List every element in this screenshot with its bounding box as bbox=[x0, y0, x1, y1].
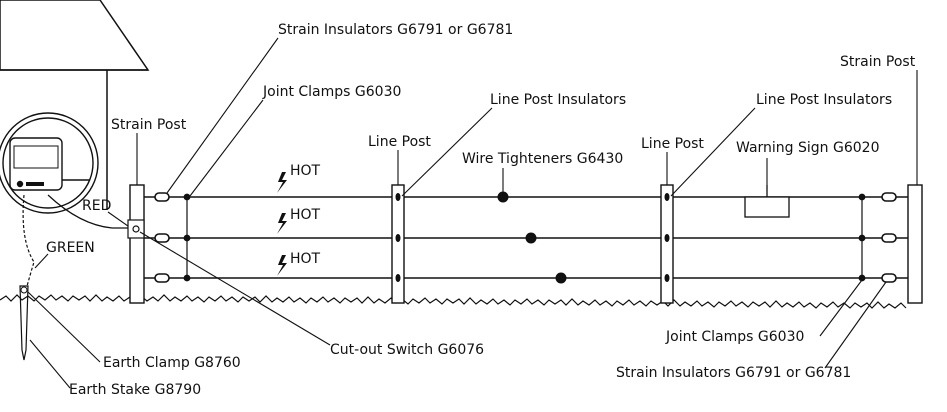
energiser-logo bbox=[26, 182, 44, 186]
strain-post-left bbox=[129, 184, 145, 304]
wire-tightener-top bbox=[497, 191, 509, 203]
strain-insulator-left-bot bbox=[154, 273, 170, 283]
label-strain-insulators-top: Strain Insulators G6791 or G6781 bbox=[278, 22, 513, 38]
earth-clamp-icon bbox=[20, 286, 28, 294]
leader-earth-clamp bbox=[27, 291, 101, 363]
line-post-left bbox=[391, 184, 405, 304]
line-post-right bbox=[660, 184, 674, 304]
insulator-lp2-mid bbox=[664, 234, 670, 242]
leader-lines bbox=[27, 37, 918, 389]
wire-tighteners bbox=[497, 191, 567, 284]
joint-clamp-links bbox=[183, 193, 866, 282]
label-earth-stake: Earth Stake G8790 bbox=[69, 382, 201, 398]
house bbox=[0, 0, 150, 210]
strain-insulator-left-top bbox=[154, 192, 170, 202]
label-line-post-insulators-left: Line Post Insulators bbox=[490, 92, 626, 108]
joint-clamp-right-bot bbox=[858, 274, 866, 282]
labels: Strain Insulators G6791 or G6781 Joint C… bbox=[46, 22, 916, 398]
leader-earth-stake bbox=[29, 339, 71, 389]
cutout-switch-knob bbox=[132, 225, 140, 233]
joint-clamp-left-mid bbox=[183, 234, 191, 242]
red-lead bbox=[47, 194, 128, 229]
earth-stake bbox=[19, 285, 29, 361]
energiser-callout bbox=[0, 112, 99, 214]
label-strain-post-right: Strain Post bbox=[840, 54, 916, 70]
energiser-leads bbox=[22, 194, 128, 291]
line-post-insulators bbox=[395, 193, 670, 282]
leader-cutout-switch bbox=[139, 231, 331, 346]
insulator-lp1-top bbox=[395, 193, 401, 201]
cutout-switch bbox=[127, 219, 145, 239]
leader-joint-clamps-bottom bbox=[819, 279, 863, 337]
wire-tightener-bot bbox=[555, 272, 567, 284]
joint-clamp-right-top bbox=[858, 193, 866, 201]
joint-clamp-left-bot bbox=[183, 274, 191, 282]
label-line-post-left: Line Post bbox=[368, 134, 431, 150]
label-earth-clamp: Earth Clamp G8760 bbox=[103, 355, 241, 371]
label-red: RED bbox=[82, 198, 111, 214]
fence-wires bbox=[137, 196, 908, 279]
label-cutout-switch: Cut-out Switch G6076 bbox=[330, 342, 484, 358]
label-line-post-right: Line Post bbox=[641, 136, 704, 152]
insulator-lp2-bot bbox=[664, 274, 670, 282]
earth-stake-rod bbox=[19, 285, 29, 361]
ground-grass bbox=[0, 294, 907, 309]
strain-insulators bbox=[154, 192, 897, 283]
strain-post-right bbox=[907, 184, 923, 304]
label-hot-1: HOT bbox=[290, 163, 321, 179]
leader-red bbox=[107, 211, 129, 227]
energiser-terminal-icon bbox=[16, 180, 24, 188]
strain-insulator-right-top bbox=[881, 192, 897, 202]
warning-sign-plate bbox=[744, 196, 790, 218]
insulator-lp1-bot bbox=[395, 274, 401, 282]
leader-strain-insulators-bottom bbox=[824, 281, 887, 369]
label-line-post-insulators-right: Line Post Insulators bbox=[756, 92, 892, 108]
label-hot-3: HOT bbox=[290, 251, 321, 267]
energiser-circle-inner bbox=[2, 117, 94, 209]
leader-line-post-insulators-right bbox=[670, 107, 756, 197]
energiser-display bbox=[13, 145, 59, 169]
leader-line-post-insulators-left bbox=[401, 107, 493, 197]
joint-clamp-left-top bbox=[183, 193, 191, 201]
leader-green bbox=[34, 253, 49, 269]
strain-insulator-right-bot bbox=[881, 273, 897, 283]
lightning-bolt-icon bbox=[277, 213, 287, 234]
insulator-lp1-mid bbox=[395, 234, 401, 242]
strain-insulator-right-mid bbox=[881, 233, 897, 243]
house-roof bbox=[0, 0, 150, 71]
label-green: GREEN bbox=[46, 240, 95, 256]
label-strain-insulators-bottom: Strain Insulators G6791 or G6781 bbox=[616, 365, 851, 381]
label-hot-2: HOT bbox=[290, 207, 321, 223]
label-joint-clamps-top: Joint Clamps G6030 bbox=[262, 84, 401, 100]
label-strain-post-left: Strain Post bbox=[111, 117, 187, 133]
label-wire-tighteners: Wire Tighteners G6430 bbox=[462, 151, 623, 167]
wire-tightener-mid bbox=[525, 232, 537, 244]
leader-joint-clamps-top bbox=[189, 99, 264, 197]
lightning-bolt-icon bbox=[277, 172, 287, 193]
warning-sign bbox=[744, 185, 790, 218]
leader-strain-insulators-top bbox=[166, 37, 279, 194]
insulator-lp2-top bbox=[664, 193, 670, 201]
posts bbox=[129, 184, 923, 304]
hot-bolts bbox=[277, 172, 287, 276]
joint-clamp-right-mid bbox=[858, 234, 866, 242]
label-joint-clamps-bottom: Joint Clamps G6030 bbox=[665, 329, 804, 345]
strain-insulator-left-mid bbox=[154, 233, 170, 243]
lightning-bolt-icon bbox=[277, 255, 287, 276]
label-warning-sign: Warning Sign G6020 bbox=[736, 140, 879, 156]
energiser-circle-outer bbox=[0, 112, 99, 214]
